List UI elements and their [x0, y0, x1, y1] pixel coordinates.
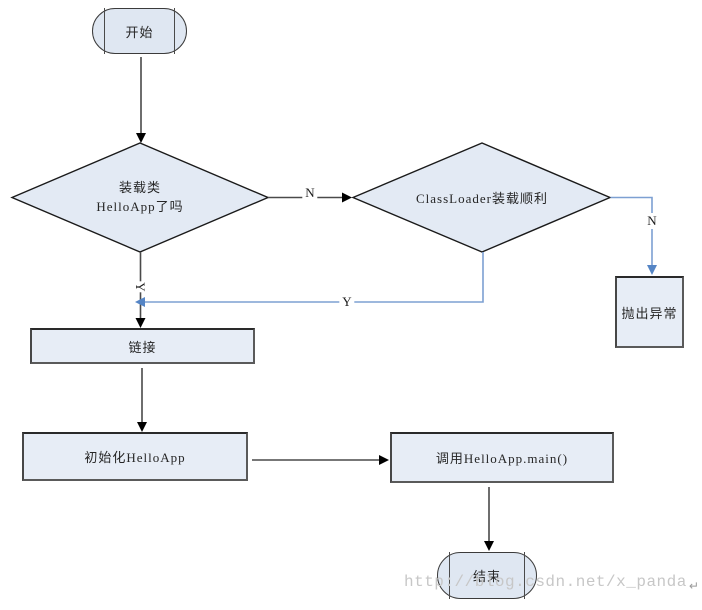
edge-label-n-not-loaded: N [302, 185, 318, 201]
node-throw-exception-label: 抛出异常 [621, 305, 678, 321]
decision-classloader-shape [351, 142, 612, 253]
watermark-text: http://blog.csdn.net/x_panda [404, 573, 687, 591]
node-end-label: 结束 [472, 569, 501, 584]
edge-classloader-ok-to-link-line [144, 252, 484, 303]
node-classloader-label: ClassLoader装载顺利 [416, 191, 548, 206]
node-init-helloapp: 初始化HelloApp [22, 432, 248, 481]
arrowhead-into-classloader-decision [342, 192, 352, 203]
node-call-main: 调用HelloApp.main() [390, 432, 614, 483]
node-start: 开始 [92, 8, 187, 54]
terminator-cap-line [104, 8, 105, 54]
node-link: 链接 [30, 328, 255, 364]
watermark-return-mark: ↵ [688, 579, 700, 593]
node-load-class-label-line2: HelloApp了吗 [96, 199, 184, 214]
arrowhead-into-end [484, 541, 494, 551]
terminator-cap-line [524, 552, 525, 599]
node-init-helloapp-label: 初始化HelloApp [84, 450, 186, 465]
watermark: http://blog.csdn.net/x_panda↵ [404, 573, 699, 593]
edge-label-y-classloader-ok: Y [339, 294, 355, 310]
terminator-cap-line [174, 8, 175, 54]
edge-label-n-classloader-fail: N [644, 213, 660, 229]
node-end: 结束 [437, 552, 537, 599]
terminator-cap-line [449, 552, 450, 599]
arrowhead-into-throw-exception [647, 265, 657, 275]
node-throw-exception: 抛出异常 [615, 276, 684, 348]
arrowhead-into-load-decision [136, 133, 146, 143]
edge-classloader-fail-to-throw [610, 196, 653, 266]
arrowhead-into-init [137, 422, 147, 432]
node-start-label: 开始 [125, 24, 154, 40]
arrowhead-into-call-main [379, 455, 389, 465]
node-load-class-label: 装载类 HelloApp了吗 [40, 178, 240, 216]
node-link-label: 链接 [128, 339, 157, 355]
arrowhead-into-link [135, 318, 146, 328]
node-load-class-label-line1: 装载类 [118, 180, 161, 195]
node-call-main-label: 调用HelloApp.main() [435, 451, 569, 466]
arrowhead-classloader-ok-join [135, 297, 145, 307]
edge-label-y-loaded: Y [132, 281, 148, 293]
